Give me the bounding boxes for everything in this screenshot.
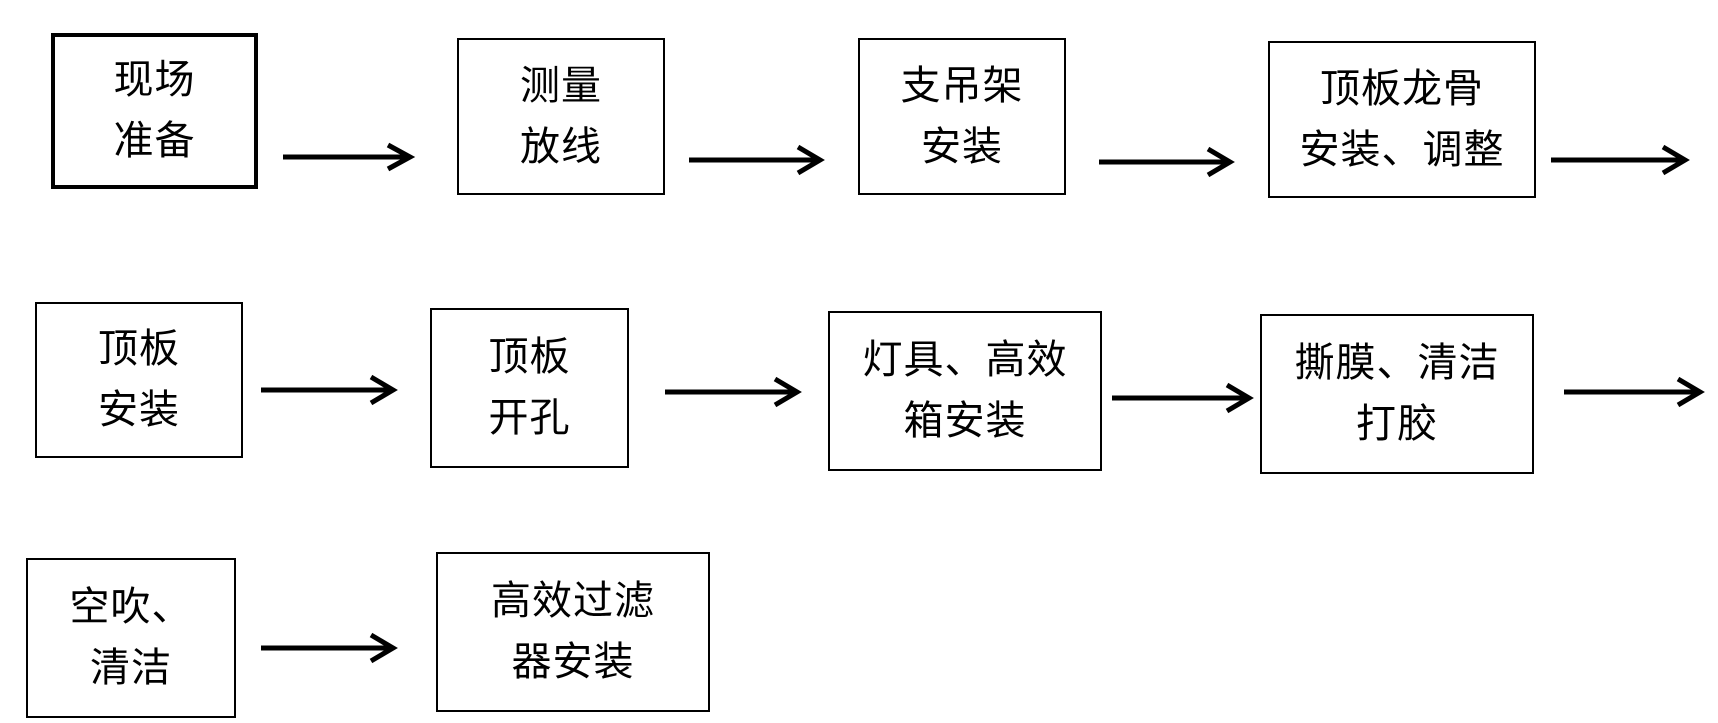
step-label-line-2: 开孔 [488,395,571,441]
arrow-6 [665,376,802,408]
step-label-line-1: 顶板 [488,334,571,380]
arrow-1 [283,142,416,172]
step-air-blow-cleaning: 空吹、 清洁 [26,558,236,718]
step-label-line-1: 测量 [520,62,602,109]
step-hepa-filter-install: 高效过滤 器安装 [436,552,710,712]
step-label-line-1: 现场 [113,57,196,103]
step-label-line-2: 清洁 [90,645,172,691]
arrow-3 [1099,146,1235,178]
arrow-9 [261,632,398,664]
step-label-line-2: 器安装 [511,639,635,685]
step-label-line-2: 打胶 [1356,401,1438,447]
step-label-line-2: 箱安装 [903,398,1027,444]
step-label-line-1: 空吹、 [69,584,193,630]
step-ceiling-panel-install: 顶板 安装 [35,302,243,458]
step-label-line-1: 灯具、高效 [862,337,1068,383]
arrow-4 [1551,144,1690,176]
step-label-line-2: 放线 [520,123,602,170]
step-film-removal-sealing: 撕膜、清洁 打胶 [1260,314,1534,474]
step-site-preparation: 现场 准备 [51,33,258,189]
step-label-line-1: 顶板 [98,326,180,372]
step-label-line-2: 准备 [113,118,196,164]
step-label-line-1: 撕膜、清洁 [1294,340,1500,386]
step-label-line-2: 安装、调整 [1299,126,1505,173]
step-ceiling-keel-install: 顶板龙骨 安装、调整 [1268,41,1536,198]
arrow-8 [1564,376,1705,408]
step-label-line-1: 顶板龙骨 [1320,65,1484,112]
arrow-5 [261,374,398,406]
step-lamp-hepa-box-install: 灯具、高效 箱安装 [828,311,1102,471]
step-label-line-1: 支吊架 [900,62,1024,109]
step-ceiling-panel-drilling: 顶板 开孔 [430,308,629,468]
step-label-line-1: 高效过滤 [491,578,655,624]
step-label-line-2: 安装 [98,387,180,433]
arrow-2 [689,144,825,176]
step-hanger-install: 支吊架 安装 [858,38,1066,195]
arrow-7 [1112,382,1254,414]
step-survey-layout: 测量 放线 [457,38,665,195]
step-label-line-2: 安装 [921,123,1003,170]
